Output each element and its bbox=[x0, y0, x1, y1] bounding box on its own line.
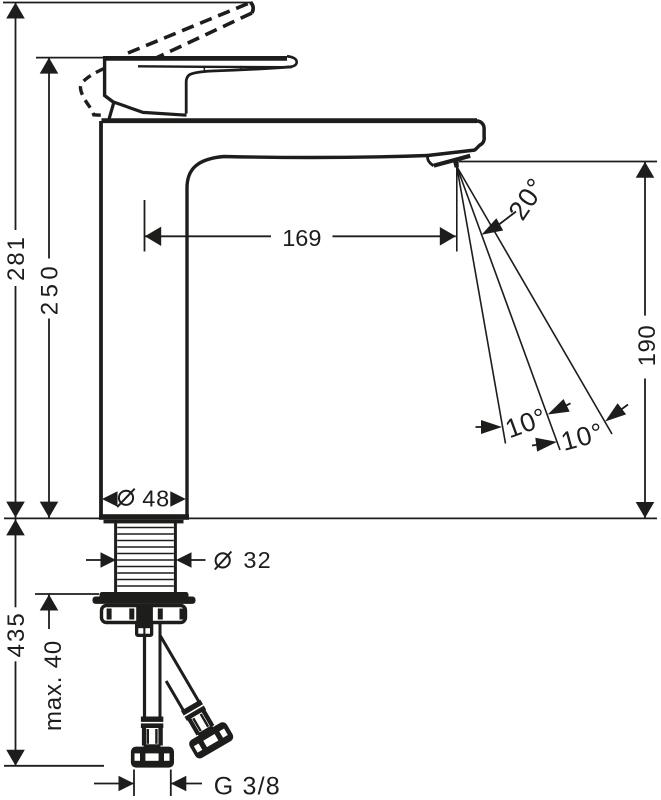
svg-text:32: 32 bbox=[243, 547, 272, 573]
svg-text:169: 169 bbox=[282, 225, 321, 251]
svg-text:48: 48 bbox=[142, 486, 170, 512]
svg-text:435: 435 bbox=[3, 611, 30, 657]
svg-text:281: 281 bbox=[3, 235, 30, 281]
svg-text:max. 40: max. 40 bbox=[40, 640, 67, 731]
svg-text:250: 250 bbox=[37, 262, 64, 316]
svg-text:190: 190 bbox=[634, 325, 661, 367]
svg-text:G 3/8: G 3/8 bbox=[214, 773, 281, 800]
